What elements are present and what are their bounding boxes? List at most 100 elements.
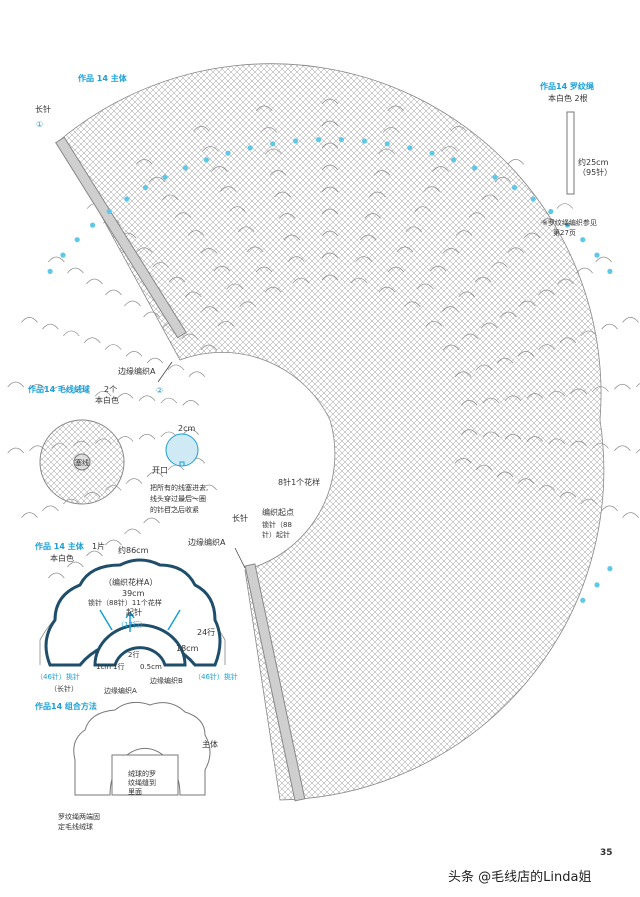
scallop xyxy=(174,212,192,218)
scallop xyxy=(125,478,143,484)
scallop xyxy=(538,344,556,350)
edge-bead xyxy=(607,268,613,274)
edge-bead xyxy=(338,137,345,143)
scallop xyxy=(404,301,421,307)
schematic-rows-17: （17行） xyxy=(117,621,147,629)
scallop xyxy=(576,267,593,274)
scallop xyxy=(42,505,59,512)
scallop xyxy=(429,265,447,272)
scallop xyxy=(321,120,339,127)
scallop xyxy=(442,306,459,312)
scallop xyxy=(29,383,46,390)
scallop xyxy=(425,320,443,327)
marker-1: ① xyxy=(36,120,44,129)
edge-bead xyxy=(451,157,457,163)
schematic-edge-a: 边缘编织A xyxy=(104,687,137,695)
pompom-opening: 开口 xyxy=(152,466,168,475)
edge-bead xyxy=(472,165,478,171)
scallop xyxy=(160,397,178,404)
scallop xyxy=(21,317,38,323)
pompom-ball xyxy=(165,433,199,467)
scallop xyxy=(526,436,544,442)
scallop xyxy=(355,256,372,262)
scallop xyxy=(7,381,25,388)
scallop xyxy=(580,498,597,505)
label-start: 编织起点 xyxy=(262,508,294,517)
scallop xyxy=(51,386,68,392)
scallop xyxy=(416,283,434,290)
scallop xyxy=(124,528,141,535)
scallop xyxy=(491,262,508,268)
edge-bead xyxy=(564,222,571,228)
scallop xyxy=(504,433,522,440)
repeat-note: 8针1个花样 xyxy=(278,478,321,487)
edge-bead xyxy=(74,237,80,243)
scallop xyxy=(570,388,587,395)
schematic-title: 作品 14 主体 xyxy=(35,542,84,551)
scallop xyxy=(475,464,493,471)
scallop xyxy=(67,267,84,274)
assembly-left-text-1: 罗纹绳两端固 xyxy=(58,813,100,821)
scallop xyxy=(181,333,198,340)
scallop xyxy=(496,357,514,364)
scallop xyxy=(519,300,536,307)
main-body-fan xyxy=(59,63,605,801)
scallop xyxy=(468,212,486,218)
scallop xyxy=(48,572,65,579)
scallop xyxy=(556,203,574,209)
scallop xyxy=(213,265,231,272)
scallop xyxy=(143,311,160,318)
scallop xyxy=(364,213,382,219)
scallop xyxy=(246,246,264,253)
scallop xyxy=(321,274,339,281)
edge-bead xyxy=(492,174,498,180)
scallop xyxy=(614,445,631,451)
scallop xyxy=(200,247,218,254)
scallop xyxy=(460,400,478,406)
edge-strip-bottom xyxy=(244,563,306,802)
scallop xyxy=(105,289,122,296)
scallop xyxy=(500,311,517,318)
scallop xyxy=(517,478,535,484)
scallop xyxy=(146,471,164,478)
scallop xyxy=(321,98,339,105)
scallop xyxy=(460,429,478,435)
scallop xyxy=(187,230,205,236)
scallop xyxy=(517,350,535,357)
pompom-title: 作品14 毛线绒球 xyxy=(28,385,90,394)
scallop xyxy=(7,447,25,454)
scallop xyxy=(278,213,296,219)
edge-bead xyxy=(270,141,276,147)
scallop xyxy=(350,277,368,284)
schematic-dim-39: 39cm xyxy=(122,589,145,598)
scallop xyxy=(359,234,377,241)
scallop xyxy=(168,276,186,283)
edge-bead xyxy=(292,138,299,144)
scallop xyxy=(481,322,498,329)
edge-strip-top xyxy=(55,136,187,339)
scallop xyxy=(321,252,339,259)
schematic-side-left: （46针）挑针 xyxy=(36,673,80,681)
edge-bead xyxy=(361,138,368,144)
scallop xyxy=(105,539,122,546)
pompom-size: 2cm xyxy=(178,424,196,433)
scallop xyxy=(622,317,639,323)
scallop xyxy=(548,390,566,397)
scallop xyxy=(595,256,612,263)
scallop xyxy=(414,206,432,212)
scallop xyxy=(559,491,577,498)
scallop xyxy=(526,393,544,399)
schematic-dim-1cm: 1cm xyxy=(96,663,112,671)
cord-length: 约25cm xyxy=(578,158,609,167)
pompom-note-1: 把所有的线塞进去, xyxy=(150,484,209,492)
scallop xyxy=(138,395,156,401)
scallop xyxy=(454,371,472,377)
scallop xyxy=(116,393,134,399)
scallop xyxy=(441,146,458,152)
scallop xyxy=(292,277,310,284)
label-edge-a2: 边缘编织A xyxy=(188,538,226,547)
marker-2: ② xyxy=(156,386,164,395)
scallop xyxy=(125,350,143,357)
label-chain-start: 锁针（88针）起针 xyxy=(262,521,292,539)
